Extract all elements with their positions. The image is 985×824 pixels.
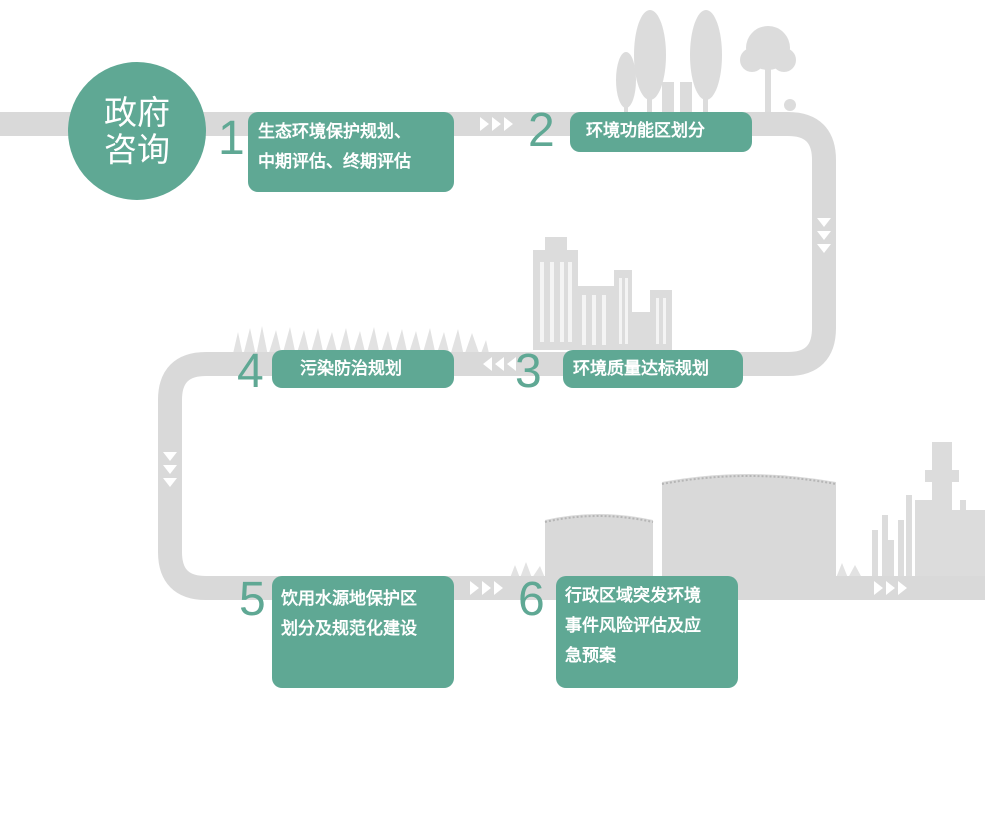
flow-arrow-down — [817, 218, 831, 253]
step-box: 环境功能区划分 — [570, 112, 752, 152]
flow-arrow-right — [470, 581, 503, 595]
city-windows — [540, 262, 666, 345]
flow-arrow-down — [163, 452, 177, 487]
step-number: 2 — [528, 104, 555, 157]
step-text-line: 急预案 — [565, 646, 616, 666]
step-box: 环境质量达标规划 — [563, 350, 743, 388]
step-box: 生态环境保护规划、 中期评估、终期评估 — [248, 112, 454, 192]
step-text-line: 划分及规范化建设 — [281, 619, 417, 639]
badge-line-2: 咨询 — [104, 130, 170, 169]
step-number: 3 — [515, 345, 542, 398]
storage-tanks-silhouette — [510, 474, 862, 578]
step-number: 1 — [218, 112, 245, 165]
flow-arrow-right — [480, 117, 513, 131]
step-text-line: 生态环境保护规划、 — [258, 122, 411, 142]
step-text-line: 饮用水源地保护区 — [281, 589, 417, 609]
government-consulting-badge: 政府 咨询 — [68, 62, 206, 200]
step-box: 污染防治规划 — [272, 350, 454, 388]
flow-arrow-right — [874, 581, 907, 595]
step-number: 6 — [518, 573, 545, 626]
badge-line-1: 政府 — [104, 93, 170, 132]
step-box: 行政区域突发环境 事件风险评估及应 急预案 — [556, 576, 738, 688]
trees-silhouette — [616, 10, 796, 125]
step-text-line: 中期评估、终期评估 — [258, 152, 411, 172]
step-box: 饮用水源地保护区 划分及规范化建设 — [272, 576, 454, 688]
step-number: 4 — [237, 345, 264, 398]
step-number: 5 — [239, 573, 266, 626]
step-text-line: 污染防治规划 — [300, 359, 402, 379]
step-text-line: 环境质量达标规划 — [573, 359, 709, 379]
step-text-line: 环境功能区划分 — [586, 121, 705, 141]
step-text-line: 行政区域突发环境 — [565, 586, 701, 606]
step-text-line: 事件风险评估及应 — [565, 616, 701, 636]
flow-arrow-left — [483, 357, 516, 371]
